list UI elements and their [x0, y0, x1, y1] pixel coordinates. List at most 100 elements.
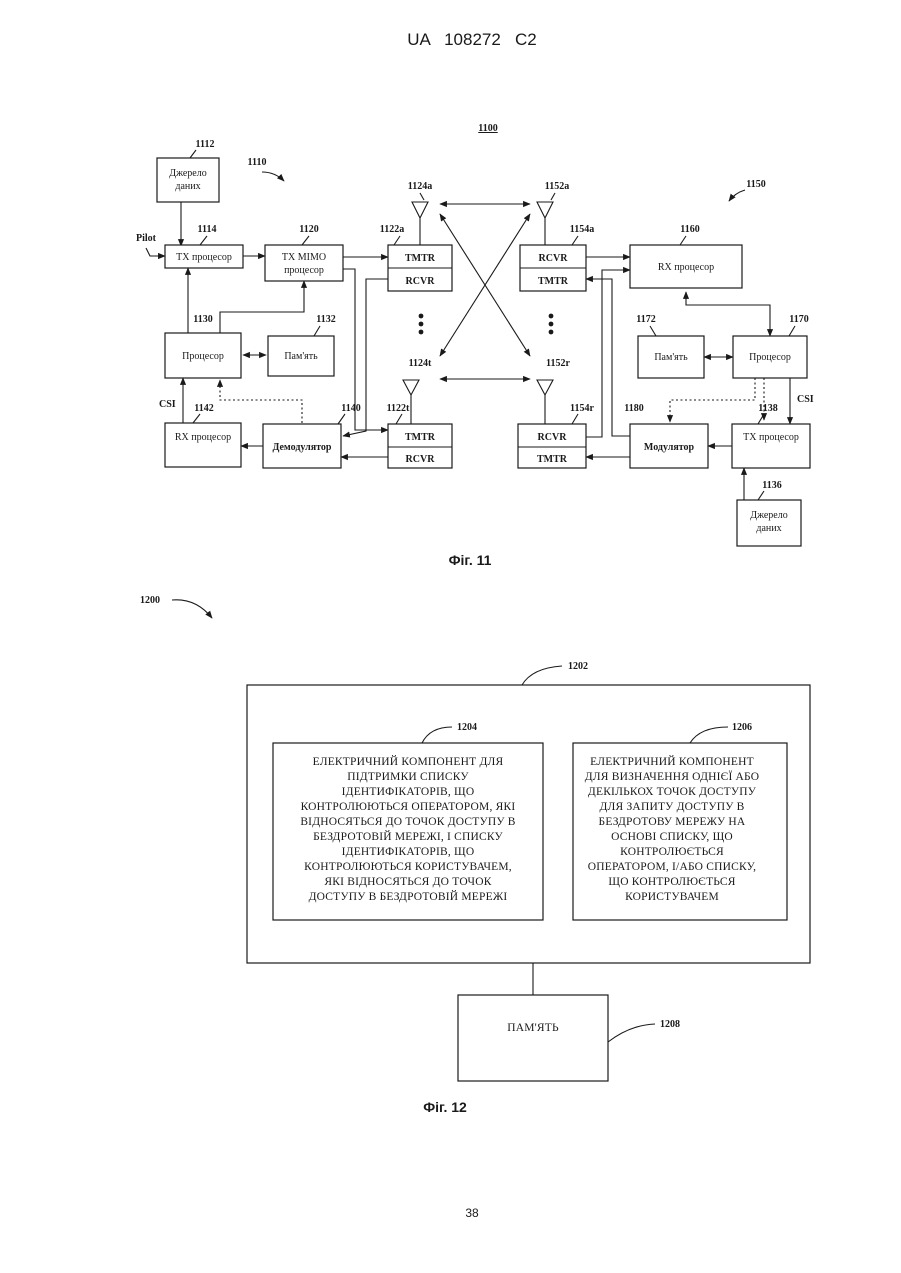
- ref-1124t: 1124t: [409, 358, 432, 369]
- ref-1114: 1114: [198, 224, 217, 235]
- component-1206-line: ОПЕРАТОРОМ, І/АБО СПИСКУ,: [588, 861, 756, 873]
- component-1206-line: КОНТРОЛЮЄТЬСЯ: [620, 846, 724, 858]
- ref-1150: 1150: [746, 179, 765, 190]
- ref-1136: 1136: [762, 480, 781, 491]
- component-1204-line: ВІДНОСЯТЬСЯ ДО ТОЧОК ДОСТУПУ В: [300, 816, 515, 828]
- tmtr-a-bottom: RCVR: [406, 276, 436, 287]
- ref-1160-leader: [680, 236, 686, 245]
- document-header: UA 108272 C2: [407, 30, 536, 49]
- tx-processor-2-label: TX процесор: [743, 432, 799, 443]
- ref-1142: 1142: [194, 403, 213, 414]
- ref-1136-leader: [758, 491, 764, 500]
- pilot-label: Pilot: [136, 233, 157, 244]
- memory-1208-label: ПАМ'ЯТЬ: [507, 1022, 559, 1034]
- ref-1112-leader: [190, 150, 196, 158]
- component-1204-line: ЯКІ ВІДНОСЯТЬСЯ ДО ТОЧОК: [324, 876, 491, 888]
- component-1204-line: ПІДТРИМКИ СПИСКУ: [347, 771, 469, 783]
- data-source-2-line1: Джерело: [750, 510, 787, 521]
- ref-1114-leader: [200, 236, 207, 245]
- data-source-box-1: [157, 158, 219, 202]
- component-1206-line: БЕЗДРОТОВУ МЕРЕЖУ НА: [599, 816, 746, 828]
- ref-1172: 1172: [636, 314, 655, 325]
- component-1204-line: КОНТРОЛЮЮТЬСЯ КОРИСТУВАЧЕМ,: [304, 861, 512, 873]
- rx-processor-2-label: RX процесор: [658, 262, 714, 273]
- ref-1122a-leader: [394, 236, 400, 245]
- page-number: 38: [465, 1206, 479, 1220]
- ref-1154a: 1154a: [570, 224, 594, 235]
- component-1204-line: ДОСТУПУ В БЕЗДРОТОВІЙ МЕРЕЖІ: [309, 889, 508, 903]
- figure-11-caption: Фіг. 11: [449, 552, 492, 568]
- component-1206-line: КОРИСТУВАЧЕМ: [625, 891, 719, 903]
- rcvr-r-bottom: TMTR: [537, 454, 568, 465]
- ref-1154a-leader: [572, 236, 578, 245]
- ref-1170-leader: [789, 326, 795, 336]
- ref-1208-leader: [608, 1024, 655, 1042]
- ref-1132-leader: [314, 326, 320, 336]
- ref-1170: 1170: [789, 314, 808, 325]
- data-source-1-line1: Джерело: [169, 168, 206, 179]
- rcvr-a-bottom: TMTR: [538, 276, 569, 287]
- memory-box-1208: [458, 995, 608, 1081]
- memory-2-label: Пам'ять: [654, 352, 688, 363]
- memory-1-label: Пам'ять: [284, 351, 318, 362]
- ref-1154r-leader: [572, 414, 578, 424]
- arrow-rx-proc2: [686, 292, 770, 336]
- ref-1124a: 1124a: [408, 181, 432, 192]
- ref-1204: 1204: [457, 722, 477, 733]
- figure-11: 1100 1110 1150 1112 Джерело даних 1114 P…: [136, 123, 814, 568]
- ref-1200-leader: [172, 600, 212, 618]
- ref-1206: 1206: [732, 722, 752, 733]
- ref-1122a: 1122a: [380, 224, 404, 235]
- figure-12: 1200 1202 1204 ЕЛЕКТРИЧНИЙ КОМПОНЕНТ ДЛЯ…: [140, 595, 810, 1115]
- processor-1-label: Процесор: [182, 351, 224, 362]
- tmtr-a-top: TMTR: [405, 253, 436, 264]
- component-1204-line: КОНТРОЛЮЮТЬСЯ ОПЕРАТОРОМ, ЯКІ: [301, 801, 516, 813]
- ref-1152a-leader: [551, 193, 555, 200]
- antenna-icon-1124a: [412, 202, 428, 245]
- component-1206-line: ДЕКІЛЬКОХ ТОЧОК ДОСТУПУ: [588, 786, 757, 798]
- component-1206-line: ЩО КОНТРОЛЮЄТЬСЯ: [608, 876, 735, 888]
- data-source-1-line2: даних: [175, 181, 200, 192]
- ref-1172-leader: [650, 326, 656, 336]
- csi-label-1: CSI: [159, 399, 176, 410]
- ref-1110: 1110: [248, 157, 267, 168]
- ref-1124a-leader: [420, 193, 424, 200]
- rx-processor-1-label: RX процесор: [175, 432, 231, 443]
- ref-1208: 1208: [660, 1019, 680, 1030]
- antenna-icon-1152a: [537, 202, 553, 245]
- ref-1130: 1130: [193, 314, 212, 325]
- ref-1150-leader: [729, 190, 745, 201]
- tx-mimo-line1: TX MIMO: [282, 252, 326, 263]
- ref-1138: 1138: [758, 403, 777, 414]
- ellipsis-dots-left: [419, 314, 424, 335]
- component-1204-line: ЕЛЕКТРИЧНИЙ КОМПОНЕНТ ДЛЯ: [313, 754, 504, 768]
- csi-label-2: CSI: [797, 394, 814, 405]
- modulator-label: Модулятор: [644, 442, 695, 453]
- antenna-icon-1124t: [403, 380, 419, 424]
- rcvr-r-top: RCVR: [538, 432, 568, 443]
- ref-1138-leader: [758, 414, 764, 424]
- tmtr-t-top: TMTR: [405, 432, 436, 443]
- demodulator-label: Демодулятор: [272, 442, 331, 453]
- ref-1180: 1180: [624, 403, 643, 414]
- ref-1112: 1112: [196, 139, 215, 150]
- component-1206-line: ЕЛЕКТРИЧНИЙ КОМПОНЕНТ: [590, 754, 754, 768]
- ref-1100: 1100: [478, 123, 497, 134]
- ref-1160: 1160: [680, 224, 699, 235]
- ref-1202: 1202: [568, 661, 588, 672]
- ref-1122t: 1122t: [387, 403, 410, 414]
- tx-processor-1-label: TX процесор: [176, 252, 232, 263]
- ellipsis-dots-right: [549, 314, 554, 335]
- component-1206-line: ДЛЯ ВИЗНАЧЕННЯ ОДНІЄЇ АБО: [585, 769, 760, 783]
- data-source-2-line2: даних: [756, 523, 781, 534]
- tmtr-t-bottom: RCVR: [406, 454, 436, 465]
- component-1204-line: БЕЗДРОТОВІЙ МЕРЕЖІ, І СПИСКУ: [313, 829, 503, 843]
- ref-1152a: 1152a: [545, 181, 569, 192]
- ref-1142-leader: [193, 414, 200, 423]
- component-1204-line: ІДЕНТИФІКАТОРІВ, ЩО: [342, 786, 475, 798]
- dotted-proc-to-mod: [670, 378, 755, 422]
- ref-1132: 1132: [316, 314, 335, 325]
- component-1206-line: ДЛЯ ЗАПИТУ ДОСТУПУ В: [599, 801, 744, 813]
- ref-1122t-leader: [396, 414, 402, 424]
